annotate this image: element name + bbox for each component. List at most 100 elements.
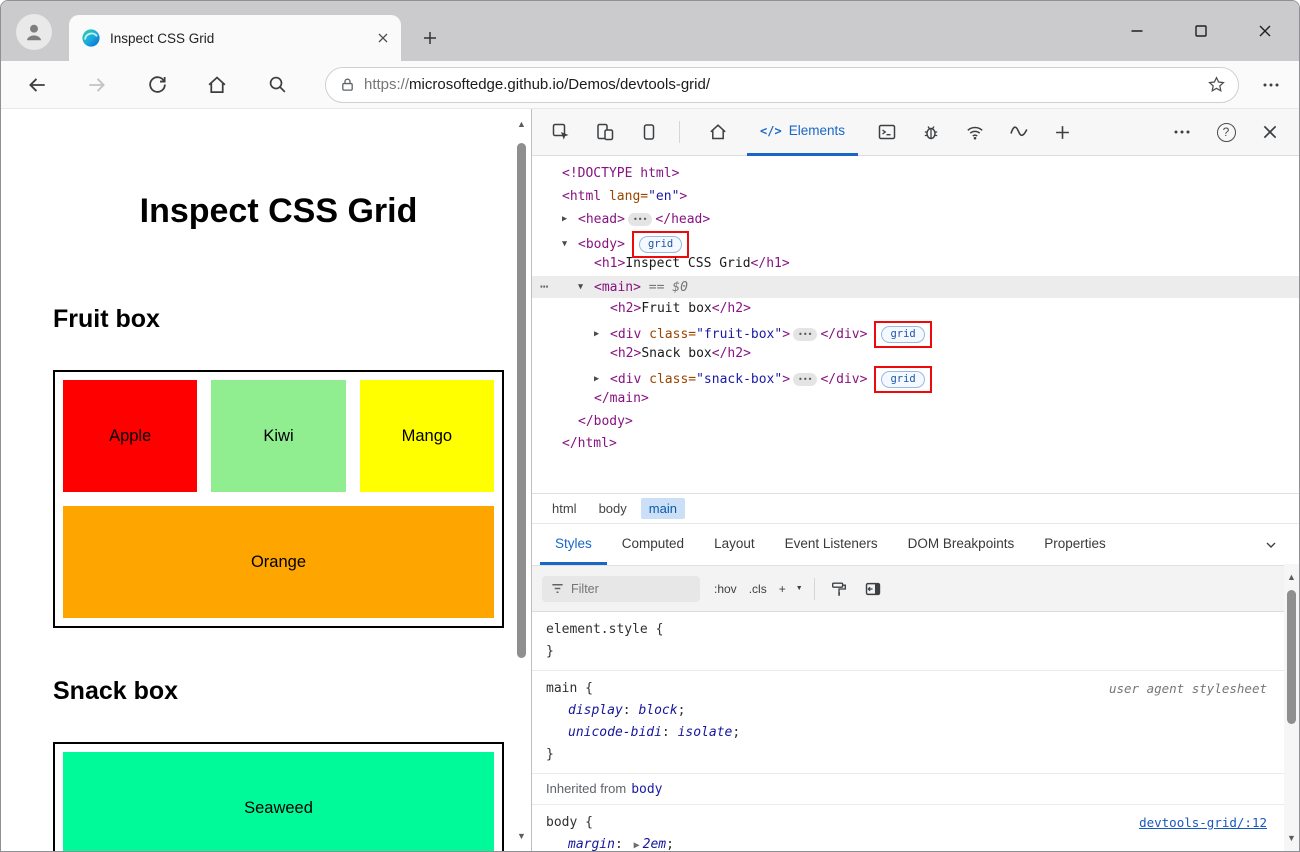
help-icon[interactable]: ? — [1209, 115, 1243, 149]
dom-row[interactable]: <h2>Snack box</h2> — [532, 343, 1299, 366]
breadcrumb-main[interactable]: main — [640, 498, 685, 519]
code-text: Snack box — [641, 346, 712, 361]
dom-row[interactable]: <h2>Fruit box</h2> — [532, 298, 1299, 321]
scroll-up-icon[interactable]: ▲ — [1287, 572, 1296, 582]
console-icon[interactable] — [870, 115, 904, 149]
titlebar: Inspect CSS Grid — [1, 1, 1299, 61]
tab-properties[interactable]: Properties — [1044, 535, 1106, 551]
row-actions-icon[interactable]: ⋯ — [540, 278, 549, 295]
collapsed-content-icon[interactable]: ••• — [793, 372, 818, 386]
style-declaration[interactable]: unicode-bidi: isolate; — [532, 722, 1299, 744]
performance-icon[interactable] — [1002, 115, 1036, 149]
tab-layout[interactable]: Layout — [714, 535, 755, 551]
page-scrollbar-thumb[interactable] — [517, 143, 526, 658]
twisty-right-icon[interactable]: ▶ — [562, 214, 568, 224]
inherited-node-link[interactable]: body — [631, 782, 663, 797]
twisty-right-icon[interactable]: ▶ — [594, 328, 600, 339]
computed-sidebar-toggle-icon[interactable] — [860, 576, 886, 602]
dom-row[interactable]: </html> — [532, 433, 1299, 456]
dom-row[interactable]: <h1>Inspect CSS Grid</h1> — [532, 253, 1299, 276]
search-button[interactable] — [265, 73, 289, 97]
maximize-button[interactable] — [1178, 11, 1224, 51]
format-styles-icon[interactable] — [826, 576, 852, 602]
pseudo-toggle-hov[interactable]: :hov — [714, 581, 737, 596]
new-rule-caret-icon[interactable]: ▼ — [795, 585, 803, 592]
collapsed-content-icon[interactable]: ••• — [793, 327, 818, 341]
dom-row[interactable]: ▶<div class="fruit-box">•••</div>grid — [532, 320, 1299, 348]
code-tag: </main> — [594, 391, 649, 406]
favorites-star-icon[interactable] — [1207, 75, 1226, 94]
rule-selector-line[interactable]: body {devtools-grid/:12 — [532, 812, 1299, 834]
styles-filter[interactable] — [542, 575, 700, 602]
dom-row[interactable]: <!DOCTYPE html> — [532, 163, 1299, 186]
tab-styles[interactable]: Styles — [540, 524, 607, 565]
css-property: display — [568, 703, 623, 718]
style-declaration[interactable]: display: block; — [532, 700, 1299, 722]
code-tag: <main> — [594, 279, 641, 295]
url-text[interactable]: https://microsoftedge.github.io/Demos/de… — [364, 76, 1198, 93]
style-declaration[interactable]: margin: ▶2em; — [532, 834, 1299, 851]
close-window-button[interactable] — [1242, 11, 1288, 51]
profile-avatar[interactable] — [16, 14, 52, 50]
styles-scrollbar[interactable]: ▲ ▼ — [1284, 564, 1299, 851]
back-button[interactable] — [25, 73, 49, 97]
fruit-box-heading: Fruit box — [53, 305, 160, 333]
grid-badge[interactable]: grid — [638, 235, 683, 253]
twisty-down-icon[interactable]: ▼ — [578, 281, 584, 292]
grid-badge[interactable]: grid — [881, 325, 925, 343]
page-scrollbar[interactable]: ▲ ▼ — [514, 109, 529, 851]
tab-dom-breakpoints[interactable]: DOM Breakpoints — [907, 535, 1015, 551]
close-devtools-icon[interactable] — [1253, 115, 1287, 149]
pseudo-toggle-[interactable]: + — [778, 581, 786, 596]
scroll-down-icon[interactable]: ▼ — [517, 831, 526, 841]
shorthand-expand-icon[interactable]: ▶ — [633, 840, 640, 851]
chevron-down-icon[interactable] — [1263, 524, 1279, 565]
rule-selector: main — [546, 681, 578, 696]
semicolon: ; — [732, 725, 741, 740]
home-button[interactable] — [205, 73, 229, 97]
breadcrumb-html[interactable]: html — [552, 501, 577, 516]
scroll-up-icon[interactable]: ▲ — [517, 119, 526, 129]
tab-event-listeners[interactable]: Event Listeners — [784, 535, 878, 551]
rule-source-link[interactable]: devtools-grid/:12 — [1139, 815, 1267, 830]
twisty-right-icon[interactable]: ▶ — [594, 373, 600, 384]
dom-row-selected[interactable]: ⋯▼<main> == $0 — [532, 275, 1299, 298]
breadcrumb-body[interactable]: body — [598, 501, 627, 516]
device-emulation-icon[interactable] — [588, 115, 622, 149]
tab-close-icon[interactable] — [377, 32, 389, 44]
dom-row[interactable]: </body> — [532, 411, 1299, 434]
focus-page-icon[interactable] — [632, 115, 666, 149]
styles-filter-input[interactable] — [571, 581, 683, 596]
more-options-icon[interactable] — [1165, 115, 1199, 149]
new-tab-button[interactable] — [415, 23, 445, 53]
welcome-home-icon[interactable] — [701, 115, 735, 149]
rule-selector-line[interactable]: main {user agent stylesheet — [532, 678, 1299, 700]
forward-button[interactable] — [85, 73, 109, 97]
inspect-element-icon[interactable] — [544, 115, 578, 149]
inherited-label: Inherited from — [546, 781, 627, 796]
rule-selector-line[interactable]: element.style { — [532, 619, 1299, 641]
styles-scrollbar-thumb[interactable] — [1287, 590, 1296, 724]
code-tag: > — [679, 188, 688, 204]
issues-bug-icon[interactable] — [914, 115, 948, 149]
tab-elements[interactable]: </> Elements — [747, 109, 858, 156]
browser-tab[interactable]: Inspect CSS Grid — [69, 15, 401, 61]
browser-menu-icon[interactable] — [1257, 71, 1285, 99]
dom-row[interactable]: </main> — [532, 388, 1299, 411]
dom-row[interactable]: <html lang="en"> — [532, 186, 1299, 209]
dom-row[interactable]: ▶<head>•••</head> — [532, 208, 1299, 231]
network-conditions-icon[interactable] — [958, 115, 992, 149]
pseudo-toggle-cls[interactable]: .cls — [748, 581, 767, 596]
lock-icon[interactable] — [340, 77, 355, 92]
collapsed-content-icon[interactable]: ••• — [627, 212, 653, 226]
address-bar[interactable]: https://microsoftedge.github.io/Demos/de… — [325, 66, 1239, 103]
minimize-button[interactable] — [1114, 11, 1160, 51]
add-tool-icon[interactable] — [1046, 115, 1080, 149]
tab-computed[interactable]: Computed — [621, 535, 685, 551]
dom-row[interactable]: ▼<body>grid — [532, 230, 1299, 258]
grid-badge[interactable]: grid — [881, 370, 925, 388]
scroll-down-icon[interactable]: ▼ — [1287, 833, 1296, 843]
twisty-down-icon[interactable]: ▼ — [562, 238, 568, 249]
refresh-button[interactable] — [145, 73, 169, 97]
dom-row[interactable]: ▶<div class="snack-box">•••</div>grid — [532, 365, 1299, 393]
